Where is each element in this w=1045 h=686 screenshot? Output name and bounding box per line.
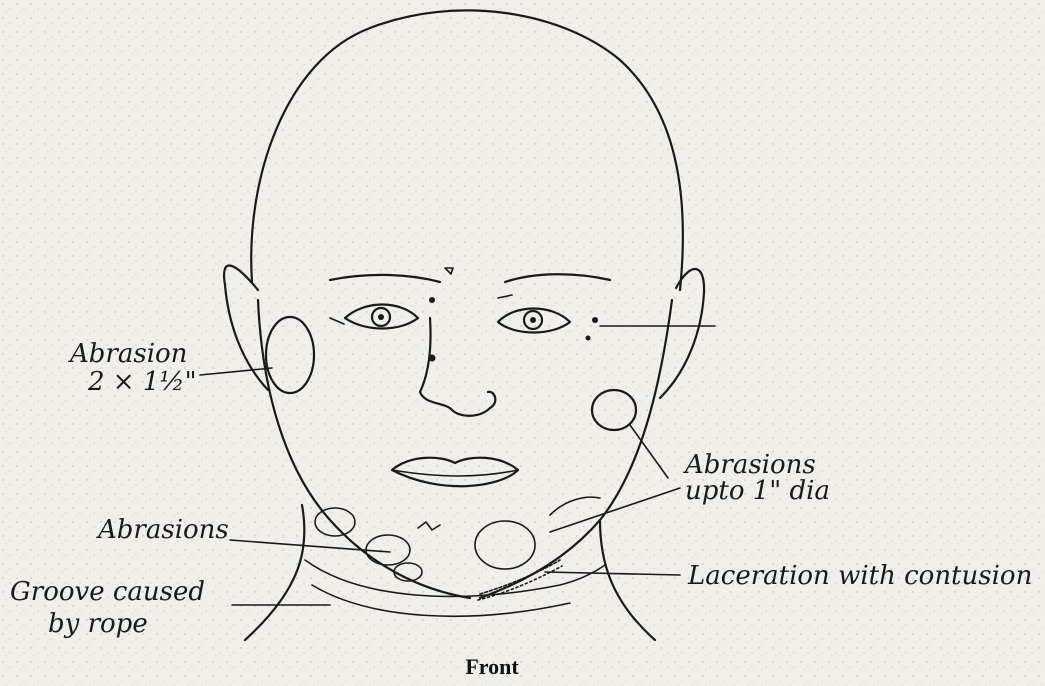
- label-abrasion-cheek: Abrasion: [68, 339, 187, 369]
- label-groove-cause: by rope: [48, 609, 148, 639]
- diagram-caption: Front: [465, 654, 519, 679]
- label-abrasions-chin: Abrasions: [96, 515, 229, 545]
- label-groove: Groove caused: [10, 577, 205, 607]
- label-abrasion-cheek-size: 2 × 1½": [87, 367, 197, 397]
- label-laceration: Laceration with contusion: [687, 561, 1032, 591]
- label-abrasions-jaw-size: upto 1" dia: [685, 476, 830, 506]
